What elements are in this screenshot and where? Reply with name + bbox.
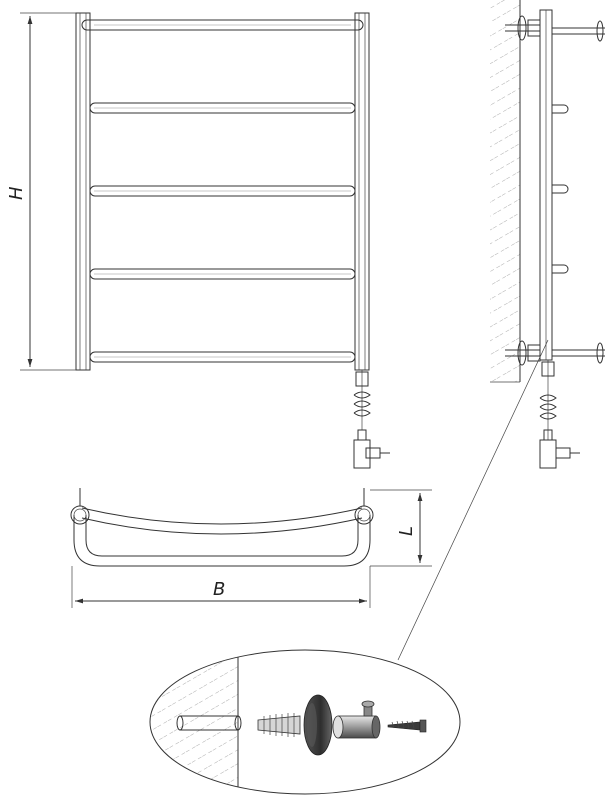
detail-wall-section: [150, 650, 238, 794]
rail-stubs: [552, 104, 569, 274]
rail-5: [89, 351, 356, 363]
top-view: L B: [70, 488, 432, 608]
front-view: H: [6, 12, 390, 469]
rail-1: [81, 19, 364, 31]
side-view: [397, 0, 605, 661]
depth-label: L: [396, 526, 417, 536]
top-bracket: [505, 15, 605, 42]
rail-2: [89, 102, 356, 114]
wall-section: [490, 0, 520, 382]
wall-rosette: [303, 694, 333, 756]
wall-plug: [257, 713, 301, 737]
front-connector: [353, 370, 390, 469]
depth-dimension: L: [370, 489, 432, 567]
bracket-sleeve: [332, 700, 381, 739]
height-label: H: [6, 186, 27, 200]
detail-view: [149, 649, 461, 795]
right-post: [354, 12, 370, 371]
width-dimension: B: [71, 566, 371, 608]
side-connector: [539, 360, 580, 469]
rail-3: [89, 185, 356, 197]
screw: [387, 719, 427, 733]
detail-leader-line: [397, 339, 549, 661]
width-label: B: [213, 579, 225, 600]
height-dimension: H: [6, 12, 76, 371]
rails: [81, 19, 364, 363]
left-post: [75, 12, 91, 371]
rail-4: [89, 268, 356, 280]
bottom-bracket: [505, 340, 605, 366]
